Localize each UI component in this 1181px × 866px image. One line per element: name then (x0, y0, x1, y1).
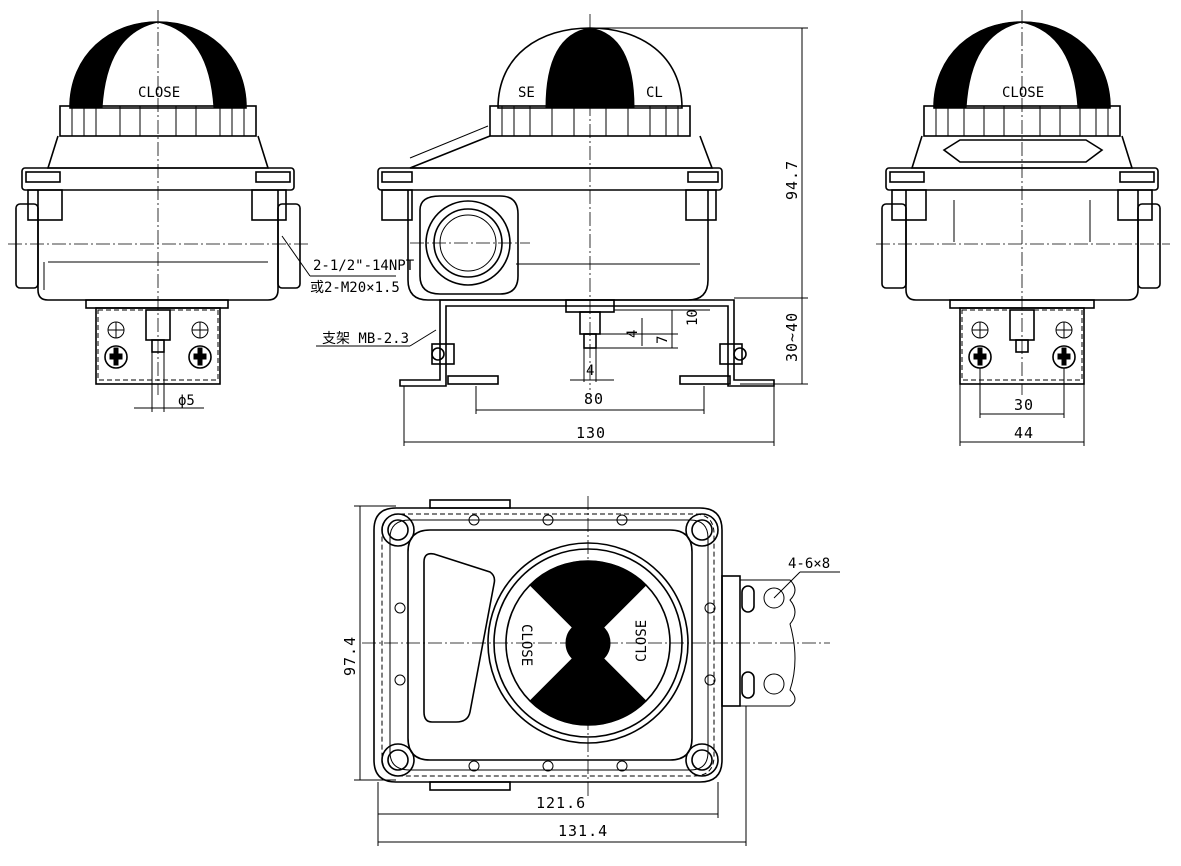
back-dome-label: CLOSE (1002, 85, 1044, 101)
dim-94-7: 94.7 (783, 160, 801, 200)
slot-holes-callout: 4-6×8 (788, 556, 830, 572)
front-view (8, 10, 396, 412)
dim-121-6: 121.6 (536, 794, 586, 812)
dim-130: 130 (576, 424, 606, 442)
dim-30: 30 (1014, 396, 1034, 414)
side-dome-label-right: CL (646, 85, 663, 101)
top-dome-label-right: CLOSE (634, 620, 650, 662)
top-dome-label-left: CLOSE (518, 624, 534, 666)
thread-spec-line1: 2-1/2"-14NPT (313, 258, 415, 274)
shaft-diameter-label: ϕ5 (178, 393, 195, 409)
front-dome-label: CLOSE (138, 85, 180, 101)
dim-97-4: 97.4 (341, 636, 359, 676)
dim-44: 44 (1014, 424, 1034, 442)
back-view (876, 10, 1170, 446)
top-view (354, 496, 840, 846)
bracket-callout: 支架 MB-2.3 (322, 331, 409, 347)
dim-4-horizontal: 4 (586, 363, 594, 379)
dim-7: 7 (655, 336, 671, 344)
dim-10: 10 (685, 309, 701, 326)
dim-131-4: 131.4 (558, 822, 608, 840)
dim-30-40: 30~40 (783, 312, 801, 362)
side-dome-label-left: SE (518, 85, 535, 101)
thread-spec-line2: 或2-M20×1.5 (310, 280, 400, 296)
dim-80: 80 (584, 390, 604, 408)
side-view (316, 14, 808, 446)
dim-4-vertical: 4 (625, 330, 641, 338)
